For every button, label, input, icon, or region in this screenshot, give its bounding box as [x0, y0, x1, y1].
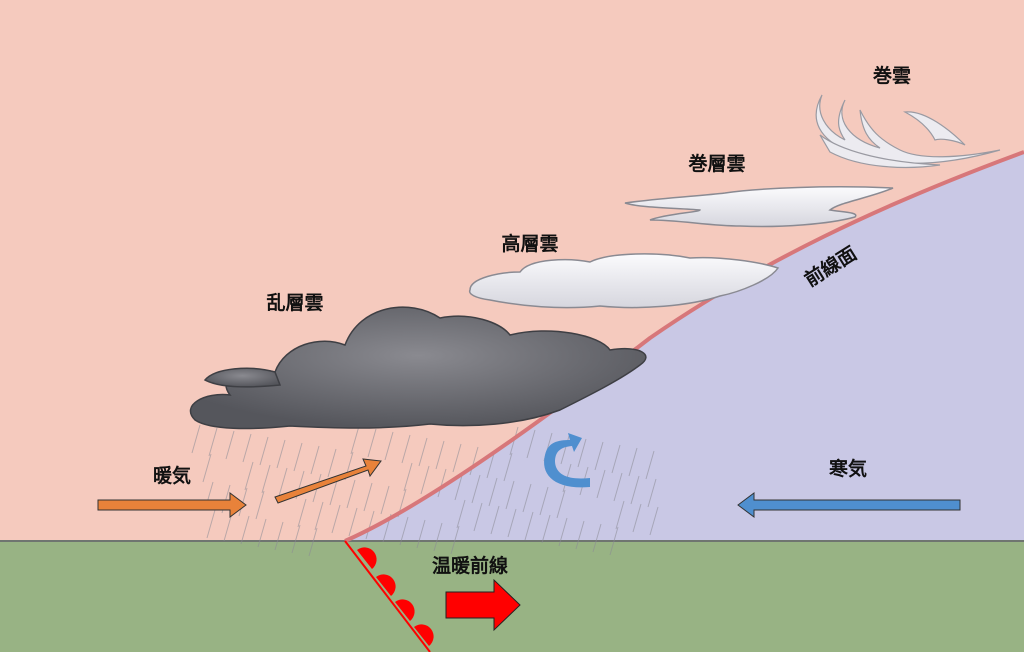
rain-streak	[401, 434, 411, 464]
rain-streak	[469, 446, 479, 476]
rain-streak	[403, 462, 413, 492]
cirrostratus-cloud	[624, 186, 894, 228]
rain-streak	[276, 439, 286, 469]
rain	[191, 424, 659, 557]
rain-streak	[615, 500, 625, 530]
rain-streak	[611, 444, 621, 474]
rain-streak	[257, 518, 267, 548]
rain-streak	[541, 514, 551, 544]
front-movement-arrow	[445, 578, 521, 632]
rain-streak	[327, 448, 337, 478]
rain-streak	[206, 509, 216, 539]
altostratus-cloud	[468, 253, 780, 309]
rain-streak	[630, 475, 640, 505]
cold-air-curl-arrow	[544, 433, 590, 488]
rain-streak	[609, 526, 619, 556]
rain-streak	[437, 468, 447, 498]
rain-streak	[367, 428, 377, 458]
rain-streak	[452, 443, 462, 473]
rain-streak	[507, 508, 517, 538]
cirrus-label: 巻雲	[872, 64, 911, 87]
frontal-surface-line	[344, 150, 1024, 543]
rain-streak	[242, 433, 252, 463]
rain-streak	[255, 490, 265, 520]
rain-streak	[331, 504, 341, 534]
cirrostratus-label: 巻層雲	[687, 152, 745, 175]
rain-streak	[505, 480, 515, 510]
rain-streak	[310, 445, 320, 475]
rain-streak	[645, 450, 655, 480]
rain-streak	[291, 524, 301, 554]
rain-streak	[456, 499, 466, 529]
rain-streak	[308, 527, 318, 557]
rain-streak	[363, 482, 373, 512]
rain-streak	[225, 430, 235, 460]
rain-streak	[632, 503, 642, 533]
rain-streak	[594, 441, 604, 471]
rain-streak	[191, 424, 201, 454]
rain-streak	[238, 487, 248, 517]
warm-air-arrow	[97, 492, 247, 518]
rain-streak	[259, 436, 269, 466]
rain-streak	[380, 485, 390, 515]
rain-streak	[522, 483, 532, 513]
rain-streak	[399, 516, 409, 546]
rain-streak	[240, 515, 250, 545]
rain-streak	[649, 506, 659, 536]
rain-streak	[346, 479, 356, 509]
rain-streak	[647, 478, 657, 508]
rain-streak	[435, 440, 445, 470]
rain-streak	[613, 472, 623, 502]
rain-streak	[278, 467, 288, 497]
rain-streak	[471, 474, 481, 504]
nimbostratus-label: 乱層雲	[266, 292, 323, 314]
rain-streak	[575, 520, 585, 550]
warm-air-label: 暖気	[153, 464, 191, 487]
rain-streak	[558, 517, 568, 547]
nimbostratus-cloud	[189, 306, 647, 430]
cold-air-label: 寒気	[829, 457, 867, 480]
rain-streak	[223, 512, 233, 542]
rain-streak	[348, 507, 358, 537]
warm-front-label: 温暖前線	[432, 554, 508, 577]
rain-streak	[488, 477, 498, 507]
warm-air-rising-arrow	[274, 458, 382, 504]
rain-streak	[556, 489, 566, 519]
rain-streak	[202, 453, 212, 483]
rain-streak	[297, 498, 307, 528]
rain-streak	[274, 521, 284, 551]
cirrus-cloud	[815, 94, 1001, 168]
rain-streak	[384, 431, 394, 461]
rain-streak	[350, 425, 360, 455]
rain-streak	[577, 438, 587, 468]
rain-streak	[416, 519, 426, 549]
rain-streak	[208, 427, 218, 457]
rain-streak	[450, 525, 460, 555]
rain-streak	[628, 447, 638, 477]
cold-air-region	[345, 152, 1024, 541]
rain-streak	[473, 502, 483, 532]
rain-streak	[244, 461, 254, 491]
rain-streak	[365, 510, 375, 540]
rain-streak	[314, 501, 324, 531]
warm-front-symbol	[344, 540, 434, 652]
rain-streak	[261, 464, 271, 494]
rain-streak	[490, 505, 500, 535]
rain-streak	[539, 486, 549, 516]
rain-streak	[503, 452, 513, 482]
rain-streak	[592, 523, 602, 553]
rain-streak	[433, 522, 443, 552]
rain-streak	[526, 429, 536, 459]
rain-streak	[596, 469, 606, 499]
rain-streak	[293, 442, 303, 472]
ground	[0, 541, 1024, 652]
rain-streak	[418, 437, 428, 467]
cold-air-arrow	[737, 492, 961, 518]
rain-streak	[420, 465, 430, 495]
rain-streak	[524, 511, 534, 541]
altostratus-label: 高層雲	[501, 232, 558, 255]
